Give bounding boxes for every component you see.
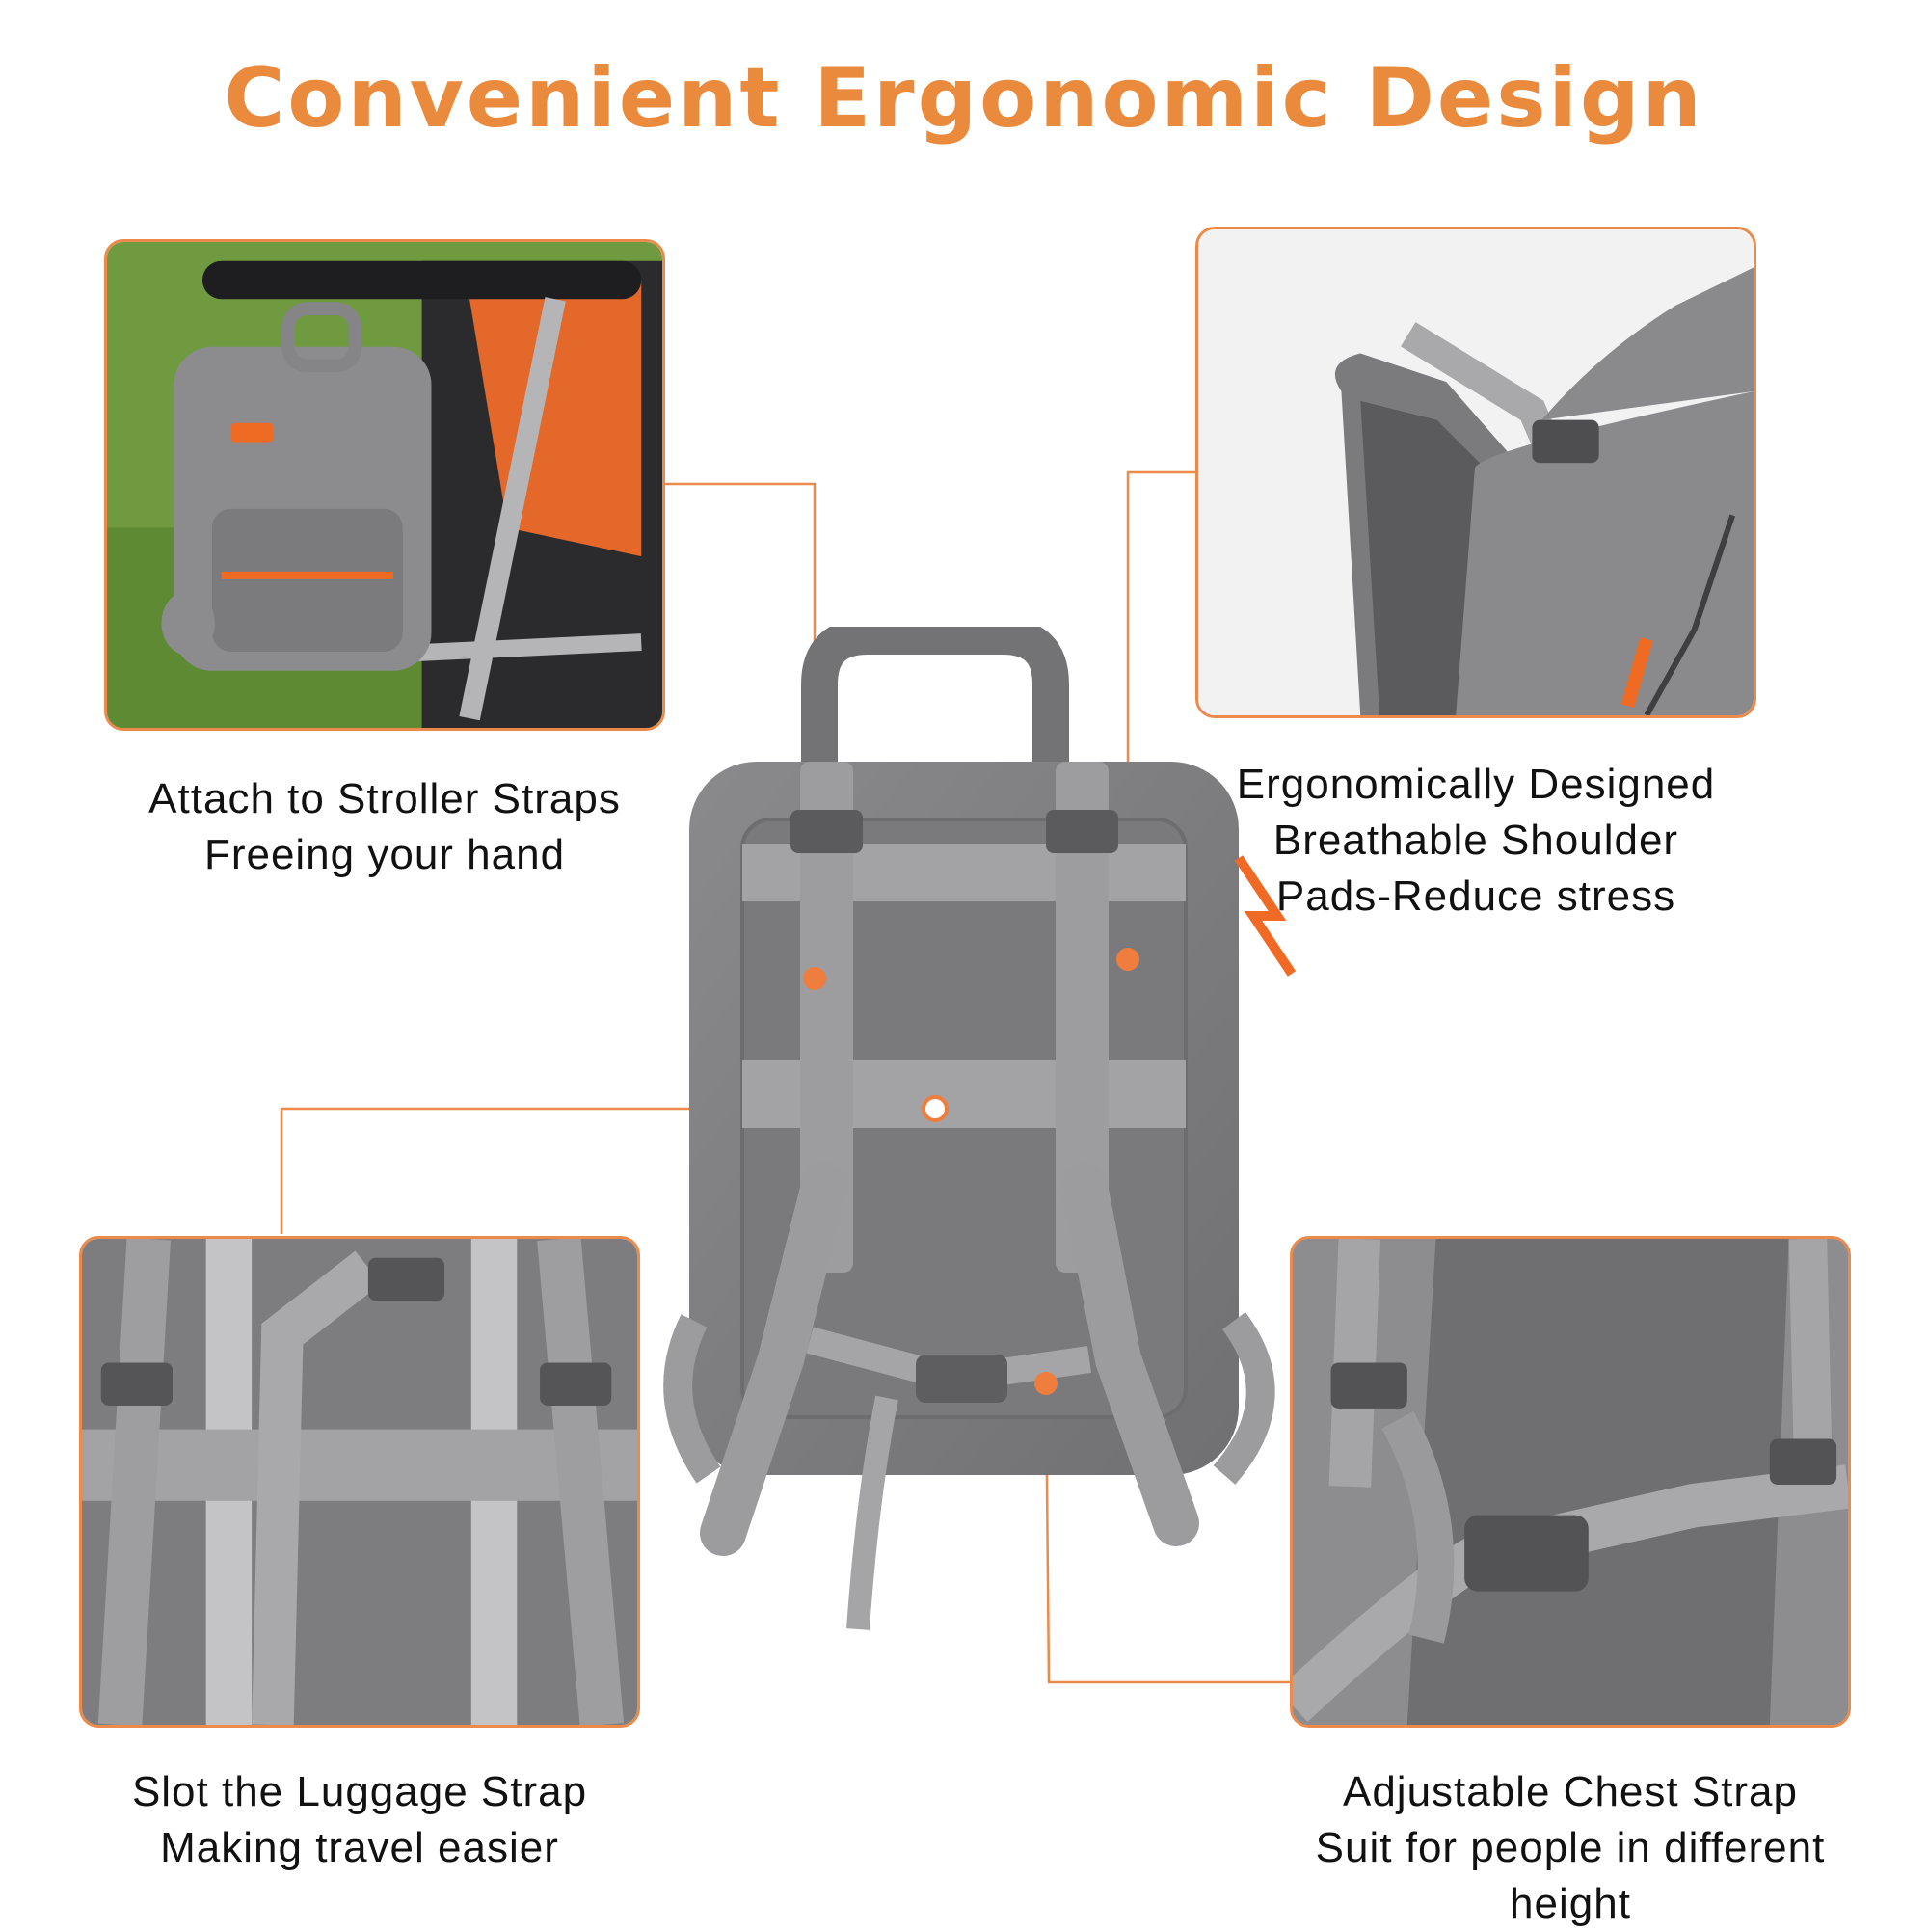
shoulder-caption: Ergonomically Designed Breathable Should… [1236, 761, 1716, 920]
luggage-caption: Slot the Luggage Strap Making travel eas… [131, 1768, 588, 1871]
luggage-strap-photo-panel [79, 1236, 640, 1728]
stroller-caption: Attach to Stroller Straps Freeing your h… [148, 775, 621, 878]
stroller-photo-panel [104, 239, 665, 731]
chest-strap-photo-panel [1290, 1236, 1851, 1728]
backpack-rear-view [663, 627, 1297, 1630]
chest-caption: Adjustable Chest Strap Suit for people i… [1315, 1768, 1826, 1927]
shoulder-pad-photo-panel [1195, 227, 1756, 718]
page-title: Convenient Ergonomic Design [224, 50, 1704, 147]
chest-buckle [916, 1355, 1007, 1403]
